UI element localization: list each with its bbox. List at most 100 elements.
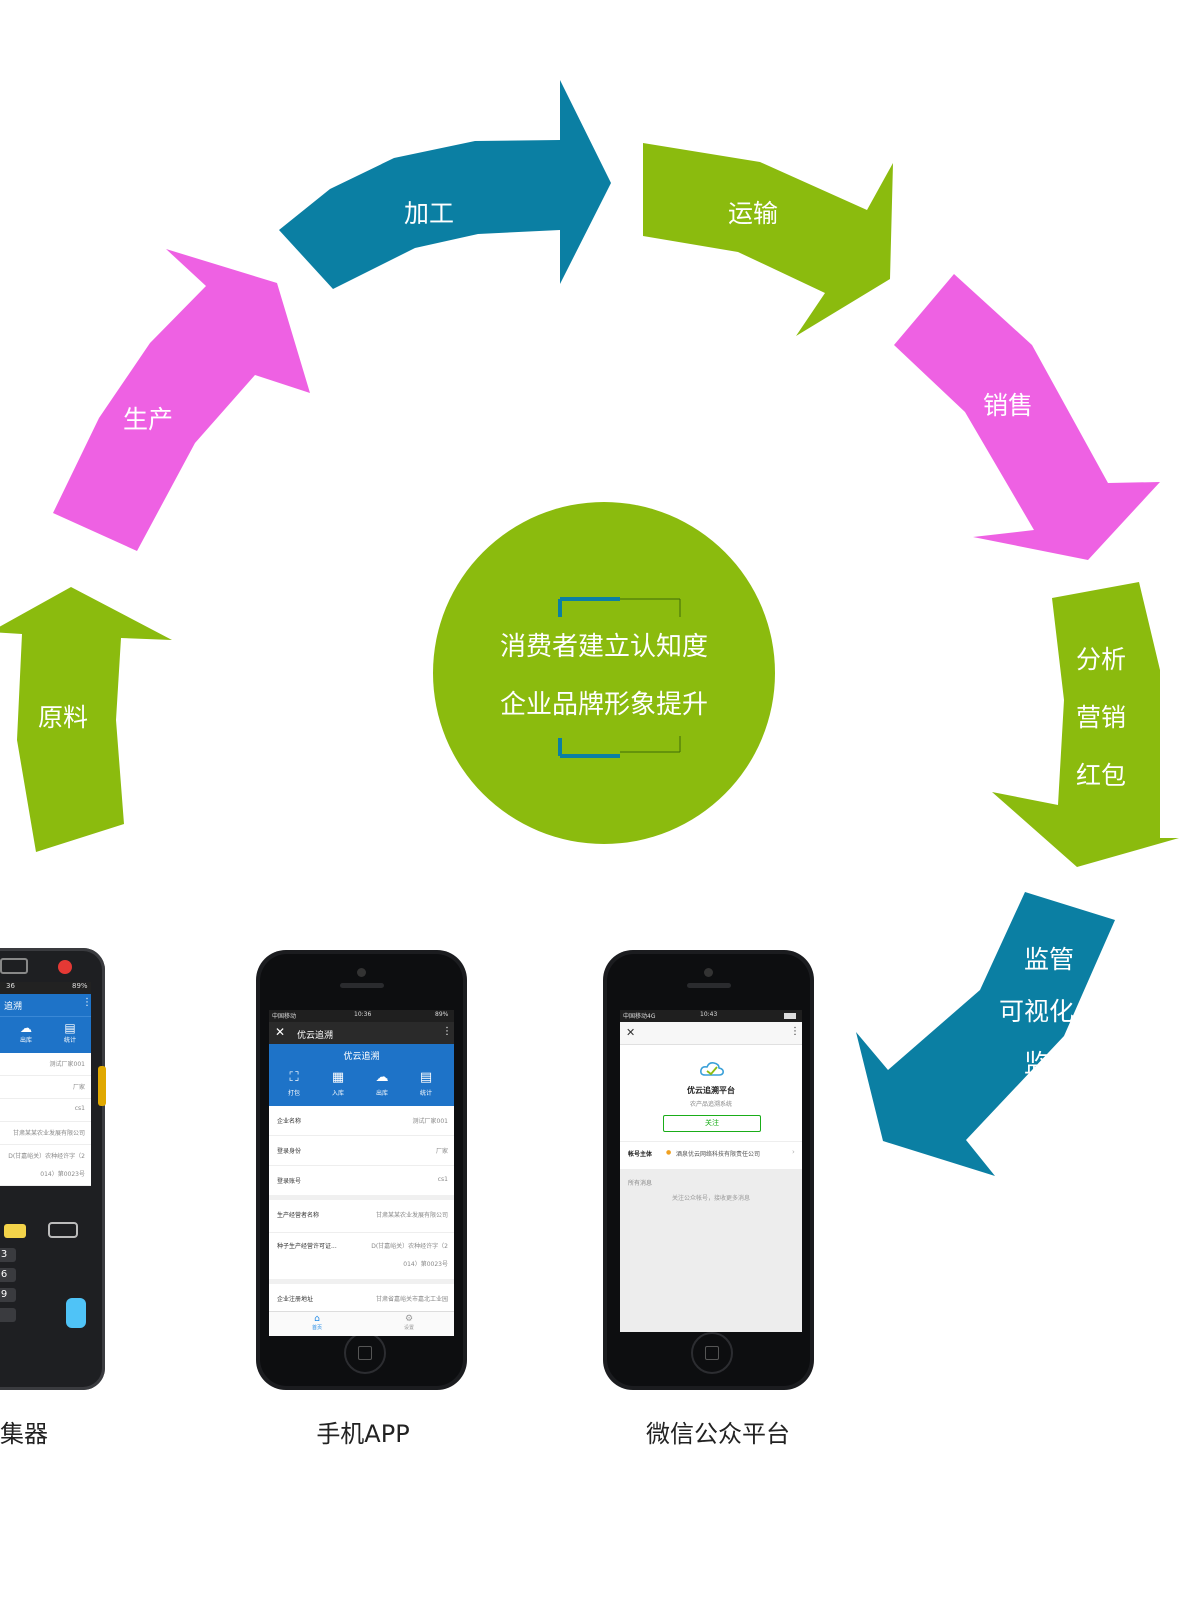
- step-label-analysis: 分析 营销 红包: [1076, 645, 1127, 790]
- tab-label: 出库: [19, 1037, 32, 1044]
- keypad: 3 6 9: [0, 1208, 91, 1388]
- function-tab[interactable]: ▤统计: [413, 1070, 439, 1097]
- carrier: 中国移动4G: [623, 1013, 656, 1020]
- tab-label: 入库: [331, 1090, 344, 1097]
- status-time: 36: [6, 982, 15, 990]
- row-value: 测试厂家001: [49, 1061, 85, 1068]
- list-item: D(甘嘉峪关）农种经许字（2: [0, 1145, 91, 1167]
- status-time: 10:43: [700, 1011, 718, 1018]
- arrow-transport: [643, 143, 893, 336]
- tab-label: 首页: [311, 1325, 322, 1331]
- device-label-text: 采集器: [0, 1420, 48, 1448]
- status-bar: 36 89%: [0, 982, 91, 994]
- wechat-screen: 中国移动4G 10:43 ✕ ⋮ 优云追溯平台 农产品追溯系统 关注 帐号主体 …: [620, 1010, 802, 1332]
- more-icon[interactable]: ⋮: [442, 1026, 452, 1037]
- tab-label: 打包: [287, 1090, 300, 1097]
- phone-wechat: 中国移动4G 10:43 ✕ ⋮ 优云追溯平台 农产品追溯系统 关注 帐号主体 …: [603, 950, 814, 1390]
- list-item: cs1: [0, 1099, 91, 1122]
- number-key[interactable]: 3: [0, 1248, 16, 1262]
- scan-icon: ⛶: [289, 1070, 299, 1085]
- tab-home[interactable]: ⌂ 首页: [305, 1314, 329, 1331]
- arrow-supervision: [856, 892, 1115, 1176]
- row-value: 甘肃某某农业发展有限公司: [12, 1130, 85, 1137]
- bottom-tabbar: ⌂ 首页 ⚙ 设置: [269, 1311, 454, 1336]
- home-button[interactable]: [344, 1332, 386, 1374]
- step-label-raw-material: 原料: [38, 703, 89, 732]
- arrow-processing: [279, 80, 611, 289]
- toolbar: ☁ 出库 ▤ 统计: [0, 1016, 91, 1053]
- account-subject-value: 酒泉优云网络科技有限责任公司: [676, 1151, 761, 1158]
- tab-settings[interactable]: ⚙ 设置: [397, 1314, 421, 1331]
- close-icon[interactable]: ✕: [275, 1025, 286, 1039]
- home-button[interactable]: [691, 1332, 733, 1374]
- app-title: 追溯: [4, 1002, 23, 1012]
- more-icon[interactable]: ⋮: [790, 1026, 800, 1037]
- yellow-key[interactable]: [4, 1224, 26, 1238]
- row-label: 登录账号: [277, 1178, 302, 1185]
- nav-bar: ✕ ⋮: [620, 1022, 802, 1045]
- cloud-upload-icon: ☁: [375, 1070, 389, 1085]
- home-icon: ⌂: [314, 1314, 320, 1324]
- app-screen: 中国移动 10:36 89% ✕ 优云追溯 ⋮ 优云追溯 ⛶打包▦入库☁出库▤统…: [269, 1010, 454, 1336]
- center-circle: [433, 502, 775, 844]
- number-key[interactable]: 6: [0, 1268, 16, 1282]
- list-icon: ▤: [64, 1021, 76, 1035]
- tab-outbound[interactable]: ☁ 出库: [16, 1021, 36, 1044]
- function-tab[interactable]: ▦ 入库: [325, 1070, 351, 1097]
- tab-label: 出库: [375, 1090, 388, 1097]
- tab-label: 设置: [403, 1325, 414, 1331]
- gear-icon: ⚙: [404, 1314, 414, 1324]
- list-item: 企业名称 测试厂家001: [269, 1106, 454, 1136]
- power-icon: [58, 960, 72, 974]
- center-bracket-bottom: [558, 736, 681, 758]
- camera-icon: [357, 968, 366, 977]
- scanner-window-icon: [0, 958, 28, 974]
- number-key[interactable]: [0, 1308, 16, 1322]
- tab-label: 统计: [63, 1037, 76, 1044]
- arrow-production: [53, 249, 310, 551]
- row-label: 种子生产经营许可证...: [277, 1243, 337, 1250]
- step-label-sales: 销售: [983, 391, 1034, 420]
- close-icon[interactable]: ✕: [626, 1026, 636, 1039]
- list-item: 生产经营者名称甘肃某某农业发展有限公司: [269, 1200, 454, 1233]
- arrow-raw-material: [0, 587, 172, 852]
- cloud-upload-icon: ☁: [20, 1021, 32, 1035]
- status-time: 10:36: [354, 1011, 372, 1018]
- phone-app: 中国移动 10:36 89% ✕ 优云追溯 ⋮ 优云追溯 ⛶打包▦入库☁出库▤统…: [256, 950, 467, 1390]
- follow-button[interactable]: 关注: [663, 1115, 761, 1132]
- account-subject-label: 帐号主体: [628, 1151, 653, 1158]
- device-label-scanner: 采集器: [0, 1414, 80, 1449]
- account-name: 优云追溯平台: [687, 1086, 735, 1095]
- row-value: 测试厂家001: [412, 1118, 448, 1125]
- number-key[interactable]: 9: [0, 1288, 16, 1302]
- minus-key[interactable]: [48, 1222, 78, 1238]
- function-tab[interactable]: ☁ 出库: [369, 1070, 395, 1097]
- list-item: 登录身份厂家: [269, 1136, 454, 1166]
- more-icon[interactable]: ⋮: [82, 997, 91, 1008]
- list-item: 测试厂家001: [0, 1053, 91, 1076]
- chevron-right-icon[interactable]: ›: [792, 1148, 795, 1156]
- function-tab[interactable]: ⛶ 打包: [281, 1070, 307, 1097]
- arrow-analysis: [992, 582, 1179, 867]
- profile-card: 优云追溯平台 农产品追溯系统 关注 帐号主体 ● 酒泉优云网络科技有限责任公司 …: [620, 1045, 802, 1169]
- scan-key[interactable]: [66, 1298, 86, 1328]
- status-bar: 中国移动 10:36 89%: [269, 1010, 454, 1022]
- step-label-transport: 运输: [728, 199, 779, 228]
- battery-icon: [784, 1013, 796, 1019]
- calendar-icon: ▦: [331, 1070, 345, 1085]
- device-label-wechat: 微信公众平台: [646, 1420, 790, 1448]
- carrier: 中国移动: [272, 1013, 297, 1020]
- row-value: 厂家: [435, 1148, 448, 1155]
- number-keys: 3 6 9: [0, 1248, 28, 1352]
- row-label: 企业名称: [277, 1118, 302, 1125]
- status-bar: 中国移动4G 10:43: [620, 1010, 802, 1022]
- verified-icon: ●: [666, 1149, 672, 1156]
- app-header: 追溯 ⋮: [0, 994, 91, 1016]
- messages-hint: 关注公众帐号，接收更多消息: [671, 1195, 750, 1202]
- function-tabs: ⛶ 打包 ▦ 入库 ☁ 出库 ▤统计: [269, 1066, 454, 1106]
- tab-stats[interactable]: ▤ 统计: [60, 1021, 80, 1044]
